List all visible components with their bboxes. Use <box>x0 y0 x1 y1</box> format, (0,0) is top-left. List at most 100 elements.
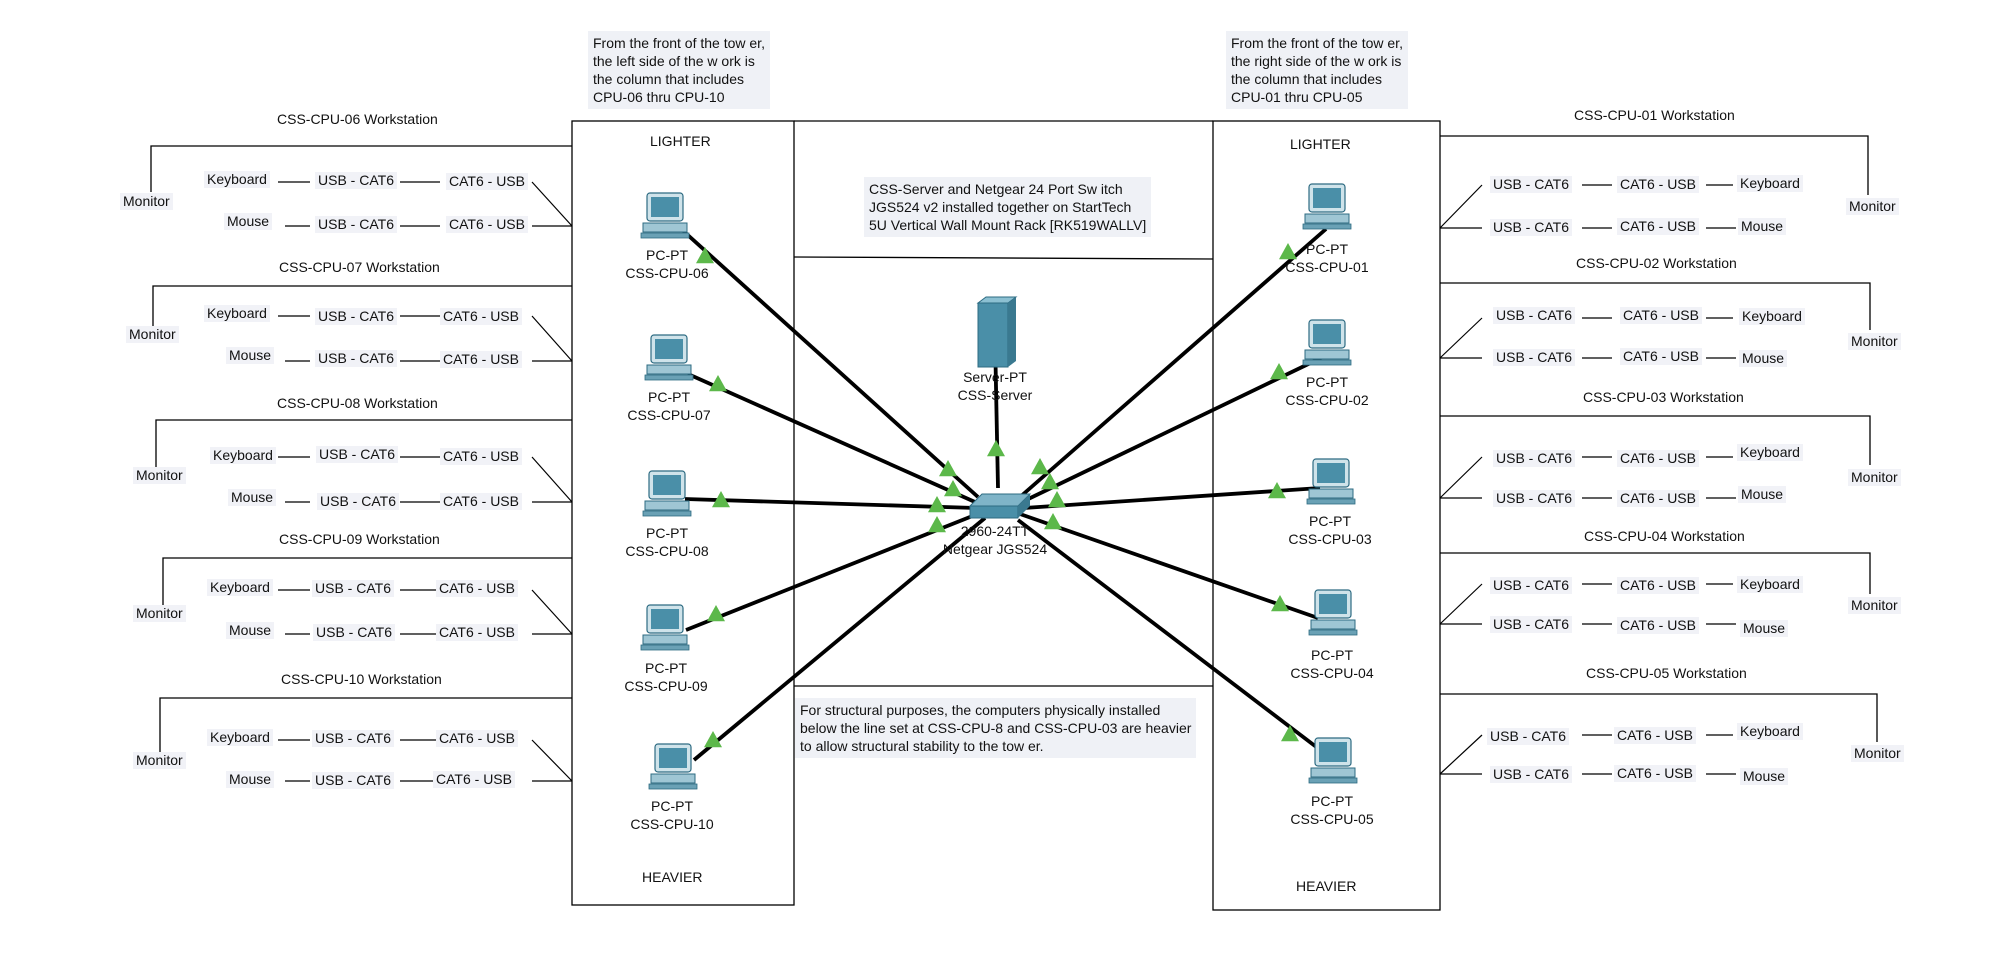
cable-label: USB - CAT6 <box>1493 307 1575 324</box>
pc-label-cpu-05[interactable]: PC-PT CSS-CPU-05 <box>1262 792 1402 828</box>
workstation-title-cpu-08: CSS-CPU-08 Workstation <box>277 395 438 411</box>
pc-screen <box>1313 324 1341 344</box>
pc-type: PC-PT <box>1309 513 1351 529</box>
cable-label: USB - CAT6 <box>1493 349 1575 366</box>
monitor-cable <box>1440 415 1871 465</box>
cable-label: USB - CAT6 <box>1490 176 1572 193</box>
link-up-indicator <box>928 516 946 533</box>
cable-label: USB - CAT6 <box>312 580 394 597</box>
cable-label: USB - CAT6 <box>317 493 399 510</box>
monitor-cable <box>159 697 572 752</box>
pc-type: PC-PT <box>646 525 688 541</box>
pc-label-cpu-02[interactable]: PC-PT CSS-CPU-02 <box>1257 373 1397 409</box>
network-cable <box>692 516 987 762</box>
pc-name: CSS-CPU-07 <box>627 407 711 423</box>
usb-merge-cable <box>1439 317 1483 359</box>
keyboard-label: Keyboard <box>204 171 270 188</box>
pc-label-cpu-03[interactable]: PC-PT CSS-CPU-03 <box>1260 512 1400 548</box>
mouse-label: Mouse <box>1740 620 1789 637</box>
pc-label-cpu-07[interactable]: PC-PT CSS-CPU-07 <box>599 388 739 424</box>
pc-label-cpu-06[interactable]: PC-PT CSS-CPU-06 <box>597 246 737 282</box>
switch-icon-front <box>969 505 1019 519</box>
cable-label: USB - CAT6 <box>1487 728 1569 745</box>
network-cable <box>684 497 977 510</box>
keyboard-label: Keyboard <box>1737 576 1803 593</box>
server-icon <box>977 302 1009 368</box>
usb-merge-cable <box>1439 184 1483 229</box>
network-cable <box>1019 512 1319 620</box>
note-line: to allow structural stability to the tow… <box>800 738 1044 754</box>
cable-label: USB - CAT6 <box>315 172 397 189</box>
cable-label: USB - CAT6 <box>313 624 395 641</box>
pc-base <box>642 634 688 645</box>
pc-screen <box>1319 742 1347 762</box>
usb-merge-cable <box>531 589 573 635</box>
right-tower-lighter: LIGHTER <box>1290 136 1351 152</box>
cable-label: CAT6 - USB <box>1614 727 1696 744</box>
note-line: the column that includes <box>1231 71 1382 87</box>
keyboard-label: Keyboard <box>1737 723 1803 740</box>
mouse-label: Mouse <box>1739 350 1788 367</box>
pc-label-cpu-09[interactable]: PC-PT CSS-CPU-09 <box>596 659 736 695</box>
link-up-indicator <box>709 375 727 392</box>
pc-type: PC-PT <box>646 247 688 263</box>
note-line: below the line set at CSS-CPU-8 and CSS-… <box>800 720 1192 736</box>
network-cable <box>1023 486 1321 510</box>
pc-label-cpu-08[interactable]: PC-PT CSS-CPU-08 <box>597 524 737 560</box>
pc-base <box>1304 349 1350 360</box>
workstation-title-cpu-04: CSS-CPU-04 Workstation <box>1584 528 1745 544</box>
pc-label-cpu-01[interactable]: PC-PT CSS-CPU-01 <box>1257 240 1397 276</box>
note-structural: For structural purposes, the computers p… <box>795 698 1197 758</box>
link-up-indicator <box>944 480 962 497</box>
note-line: From the front of the tow er, <box>593 35 765 51</box>
note-line: the left side of the w ork is <box>593 53 755 69</box>
pc-label-cpu-10[interactable]: PC-PT CSS-CPU-10 <box>602 797 742 833</box>
network-cable <box>1021 354 1326 504</box>
keyboard-label: Keyboard <box>1737 444 1803 461</box>
pc-screen <box>659 748 687 768</box>
pc-keyboard <box>648 783 698 790</box>
note-line: CPU-01 thru CPU-05 <box>1231 89 1363 105</box>
pc-name: CSS-CPU-08 <box>625 543 709 559</box>
pc-base <box>650 773 696 784</box>
keyboard-label: Keyboard <box>207 729 273 746</box>
monitor-cable <box>1440 552 1871 594</box>
link-up-indicator <box>1270 363 1288 380</box>
monitor-label: Monitor <box>1848 597 1901 614</box>
monitor-label: Monitor <box>1846 198 1899 215</box>
pc-type: PC-PT <box>648 389 690 405</box>
right-tower-heavier: HEAVIER <box>1296 878 1357 894</box>
link-up-indicator <box>704 731 722 748</box>
pc-base <box>1308 488 1354 499</box>
mouse-label: Mouse <box>1740 768 1789 785</box>
workstation-title-cpu-05: CSS-CPU-05 Workstation <box>1586 665 1747 681</box>
cable-label: USB - CAT6 <box>315 350 397 367</box>
switch-type: 2960-24TT <box>960 523 1030 539</box>
server-label: Server-PT CSS-Server <box>925 368 1065 404</box>
mouse-label: Mouse <box>1738 486 1787 503</box>
cable-label: CAT6 - USB <box>1617 218 1699 235</box>
cable-label: USB - CAT6 <box>1490 219 1572 236</box>
usb-merge-cable <box>1439 734 1483 775</box>
link-up-indicator <box>696 247 714 264</box>
cable-label: CAT6 - USB <box>433 771 515 788</box>
pc-keyboard <box>642 510 692 517</box>
note-right-tower: From the front of the tow er, the right … <box>1226 31 1408 109</box>
mouse-label: Mouse <box>226 347 275 364</box>
server-type: Server-PT <box>963 369 1027 385</box>
network-cable <box>1018 227 1328 499</box>
cable-label: USB - CAT6 <box>312 730 394 747</box>
pc-screen <box>651 197 679 217</box>
keyboard-label: Keyboard <box>210 447 276 464</box>
pc-keyboard <box>644 374 694 381</box>
pc-keyboard <box>1306 498 1356 505</box>
note-rack: CSS-Server and Netgear 24 Port Sw itch J… <box>864 177 1152 237</box>
monitor-cable <box>162 557 572 605</box>
pc-type: PC-PT <box>1306 241 1348 257</box>
pc-label-cpu-04[interactable]: PC-PT CSS-CPU-04 <box>1262 646 1402 682</box>
usb-merge-cable <box>531 739 573 782</box>
cable-label: CAT6 - USB <box>1620 307 1702 324</box>
usb-merge-cable <box>531 315 573 362</box>
cable-label: CAT6 - USB <box>436 580 518 597</box>
